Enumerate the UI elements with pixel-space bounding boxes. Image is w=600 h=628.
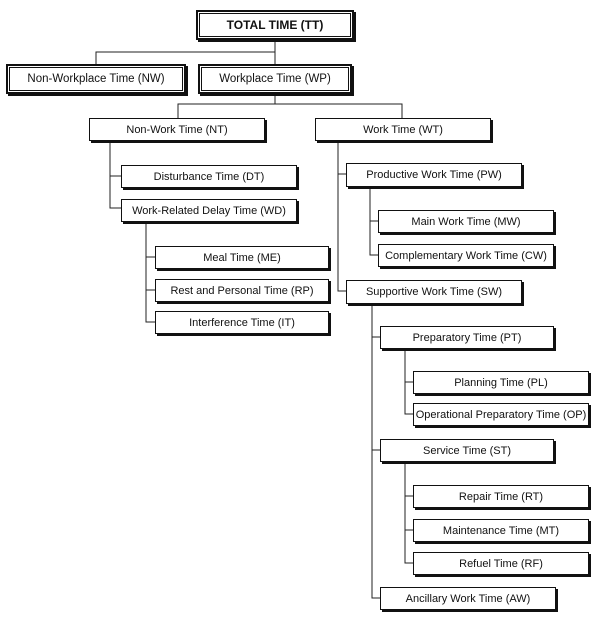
node-work-time: Work Time (WT) [315, 118, 491, 141]
node-non-work-time: Non-Work Time (NT) [89, 118, 265, 141]
node-interference-time: Interference Time (IT) [155, 311, 329, 334]
node-rest-personal-time: Rest and Personal Time (RP) [155, 279, 329, 302]
node-preparatory-time: Preparatory Time (PT) [380, 326, 554, 349]
node-refuel-time: Refuel Time (RF) [413, 552, 589, 575]
node-disturbance-time: Disturbance Time (DT) [121, 165, 297, 188]
node-main-work-time: Main Work Time (MW) [378, 210, 554, 233]
node-meal-time: Meal Time (ME) [155, 246, 329, 269]
node-maintenance-time: Maintenance Time (MT) [413, 519, 589, 542]
node-supportive-work-time: Supportive Work Time (SW) [346, 280, 522, 304]
node-repair-time: Repair Time (RT) [413, 485, 589, 508]
node-workplace-time: Workplace Time (WP) [198, 64, 352, 94]
node-total-time: TOTAL TIME (TT) [196, 10, 354, 40]
node-non-workplace-time: Non-Workplace Time (NW) [6, 64, 186, 94]
node-work-related-delay-time: Work-Related Delay Time (WD) [121, 199, 297, 222]
node-service-time: Service Time (ST) [380, 439, 554, 462]
node-operational-preparatory-time: Operational Preparatory Time (OP) [413, 403, 589, 426]
node-planning-time: Planning Time (PL) [413, 371, 589, 394]
node-ancillary-work-time: Ancillary Work Time (AW) [380, 587, 556, 610]
node-productive-work-time: Productive Work Time (PW) [346, 163, 522, 187]
node-complementary-work-time: Complementary Work Time (CW) [378, 244, 554, 267]
